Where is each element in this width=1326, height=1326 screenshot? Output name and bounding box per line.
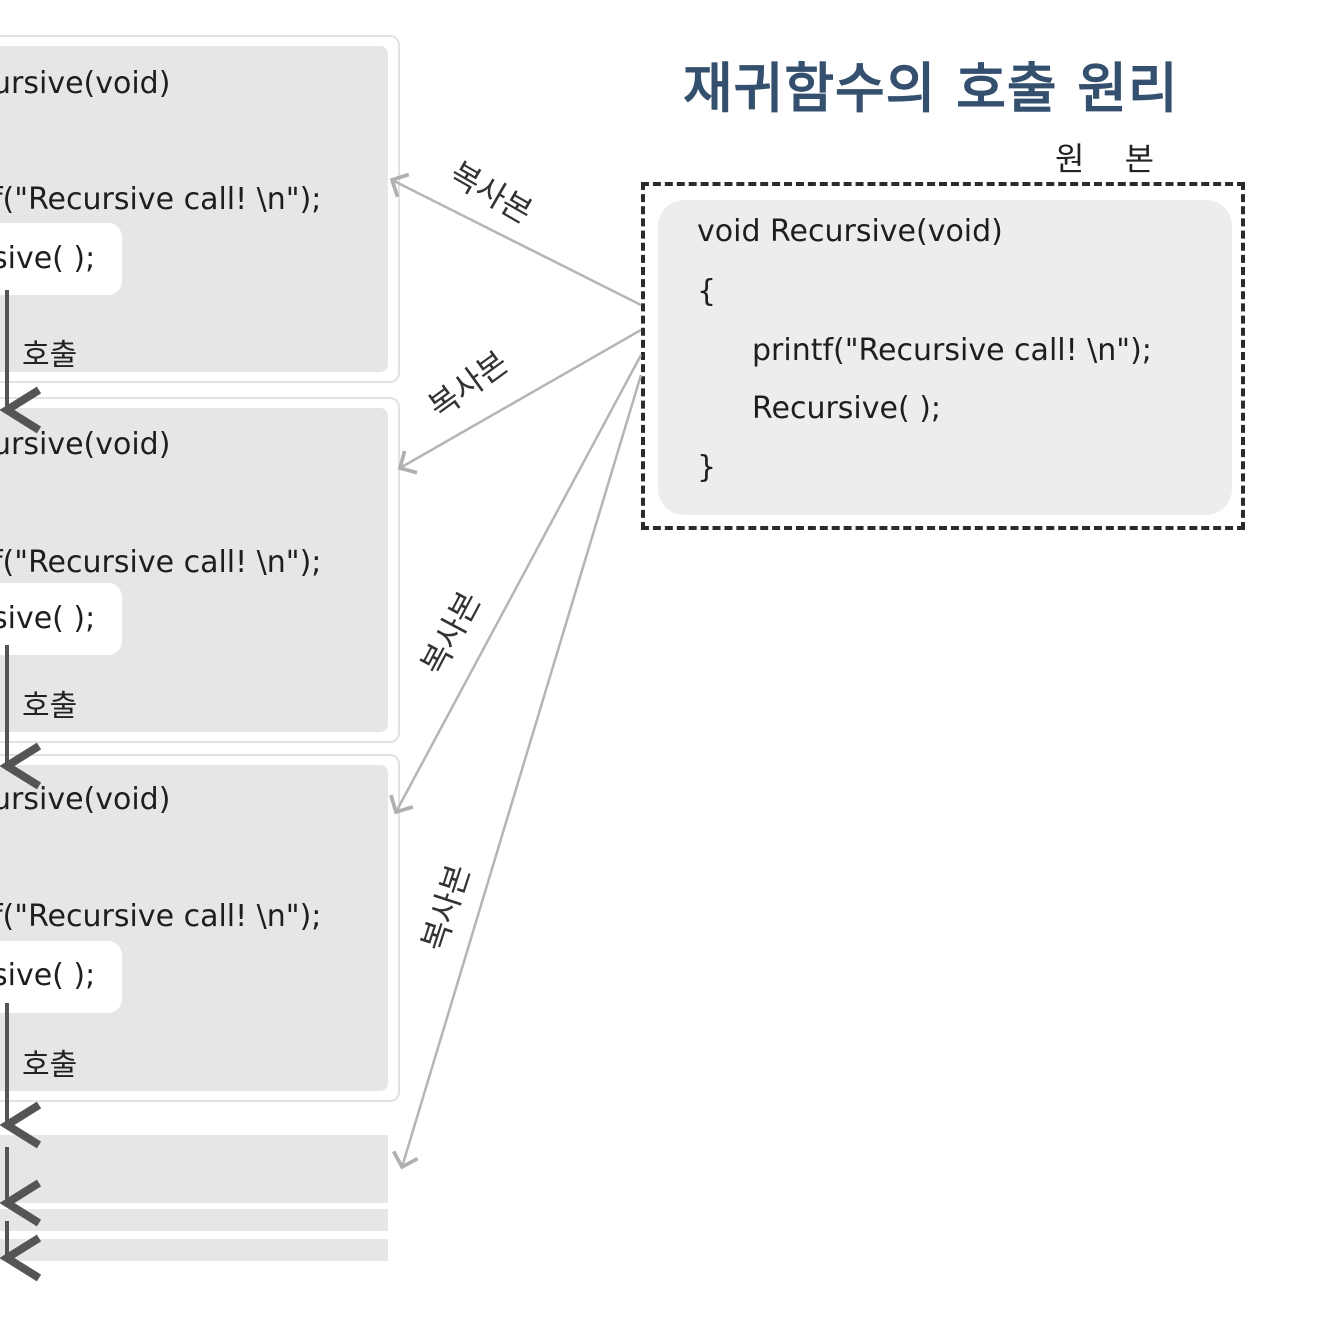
copy-line-2 xyxy=(397,328,642,475)
copy-frame-2-printf-line: f("Recursive call! \n"); xyxy=(0,545,322,580)
call-label-1: 호출 xyxy=(22,338,78,373)
copy-line-3 xyxy=(389,354,643,815)
copy-line-1 xyxy=(389,172,642,307)
diagram-title: 재귀함수의 호출 원리 xyxy=(683,57,1179,120)
copy-frame-3-call-highlight xyxy=(0,941,122,1013)
copy-frame-2-call-line: sive( ); xyxy=(0,601,96,636)
copy-frame-1-panel xyxy=(0,46,388,372)
original-signature: void Recursive(void) xyxy=(697,214,1003,249)
copy-frame-2-call-highlight xyxy=(0,583,122,655)
copy-frame-3-panel xyxy=(0,765,388,1091)
copy-frame-1-call-highlight xyxy=(0,223,122,295)
next-frame-strip-3 xyxy=(0,1239,388,1261)
copy-line-4 xyxy=(391,374,643,1170)
copy-frame-3-printf-line: f("Recursive call! \n"); xyxy=(0,899,322,934)
call-label-3: 호출 xyxy=(22,1048,78,1083)
original-open-brace: { xyxy=(697,274,717,309)
original-printf-line: printf("Recursive call! \n"); xyxy=(752,333,1152,368)
original-call-line: Recursive( ); xyxy=(752,391,942,426)
next-frame-strip-1 xyxy=(0,1135,388,1203)
copy-frame-1-printf-line: f("Recursive call! \n"); xyxy=(0,182,322,217)
copy-frame-1-call-line: sive( ); xyxy=(0,241,96,276)
copy-frame-2-panel xyxy=(0,408,388,732)
copy-frame-1-signature: ursive(void) xyxy=(0,66,171,101)
original-box xyxy=(641,182,1245,530)
call-label-2: 호출 xyxy=(22,689,78,724)
next-frame-strip-2 xyxy=(0,1209,388,1231)
original-close-brace: } xyxy=(697,450,717,485)
copy-frame-3-call-line: sive( ); xyxy=(0,958,96,993)
original-label: 원 본 xyxy=(1055,140,1155,178)
original-code-panel xyxy=(658,200,1232,515)
